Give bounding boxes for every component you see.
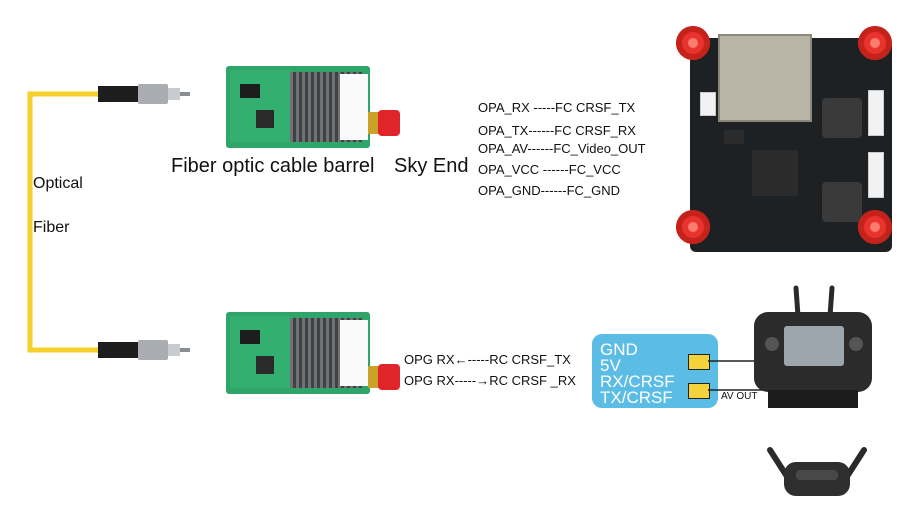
standoff-red <box>676 210 710 244</box>
optical-label: Optical <box>33 175 83 192</box>
ground-wiring-line: OPG RX←-----RC CRSF_TX <box>404 352 571 367</box>
sky-end-caption: Sky End <box>394 155 469 177</box>
pin-connector <box>688 383 710 399</box>
sky-barrel-caption: Fiber optic cable barrel <box>171 155 375 177</box>
standoff-red <box>858 26 892 60</box>
ground-antenna-connector <box>368 364 400 390</box>
sky-wiring-line: OPA_TX------FC CRSF_RX <box>478 123 636 138</box>
sky-antenna-connector <box>368 110 400 136</box>
sd-card-slot <box>718 34 812 122</box>
pin-connector <box>688 354 710 370</box>
standoff-red <box>676 26 710 60</box>
standoff-red <box>858 210 892 244</box>
fpv-goggles-image <box>767 447 867 496</box>
av-out-label: AV OUT <box>721 391 758 402</box>
fiber-label: Fiber <box>33 219 70 236</box>
fc-connector-bottom <box>98 340 190 360</box>
remote-controller-image <box>754 285 872 408</box>
sky-wiring-line: OPA_AV------FC_Video_OUT <box>478 141 646 156</box>
sky-wiring-line: OPA_RX -----FC CRSF_TX <box>478 100 636 115</box>
sky-wiring-line: OPA_VCC ------FC_VCC <box>478 162 621 177</box>
ground-wiring-line: OPG RX-----→RC CRSF _RX <box>404 373 576 388</box>
pinout-line: RX/CRSF <box>600 372 675 391</box>
pinout-line: GND <box>600 340 638 359</box>
pinout-line: 5V <box>600 356 621 375</box>
ground-optical-module <box>226 312 370 394</box>
pinout-line: TX/CRSF <box>600 388 673 407</box>
sky-optical-module <box>226 66 370 148</box>
fc-connector-top <box>98 84 190 104</box>
sky-wiring-line: OPA_GND------FC_GND <box>478 183 621 198</box>
